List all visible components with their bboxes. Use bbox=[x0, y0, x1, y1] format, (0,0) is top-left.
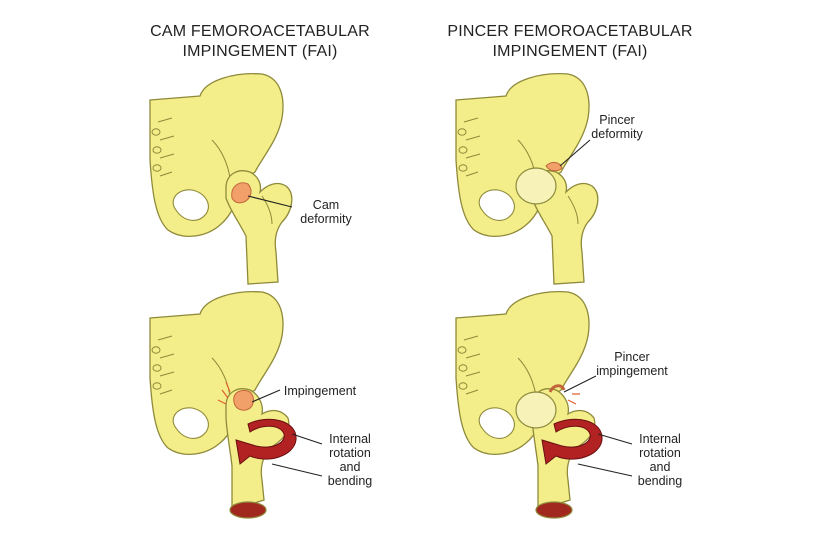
cam-bump bbox=[231, 182, 252, 204]
label-rotation-right-line-3: and bbox=[649, 460, 671, 474]
pincer-title-line-2: IMPINGEMENT (FAI) bbox=[492, 43, 648, 60]
label-rotation-right-line-1: Internal bbox=[639, 432, 681, 446]
rotation-arrow-left bbox=[235, 418, 297, 465]
label-pincer-impingement: Pincer impingement bbox=[588, 350, 676, 378]
label-pincer-deformity-line-2: deformity bbox=[591, 127, 643, 141]
label-cam-impingement: Impingement bbox=[274, 384, 366, 398]
label-pincer-deformity: Pincer deformity bbox=[578, 113, 656, 141]
pincer-impingement-hip bbox=[455, 291, 633, 519]
label-pincer-impingement-line-2: impingement bbox=[596, 364, 668, 378]
cam-title: CAM FEMOROACETABULAR IMPINGEMENT (FAI) bbox=[130, 22, 390, 62]
cam-title-line-2: IMPINGEMENT (FAI) bbox=[182, 43, 338, 60]
label-rotation-left: Internal rotation and bending bbox=[318, 432, 382, 488]
label-cam-deformity-line-1: Cam bbox=[312, 198, 340, 212]
label-cam-deformity: Cam deformity bbox=[290, 198, 362, 226]
rotation-arrow-right bbox=[541, 418, 603, 465]
pincer-title-line-1: PINCER FEMOROACETABULAR bbox=[447, 23, 693, 40]
cam-impingement-hip bbox=[149, 291, 323, 519]
label-rotation-left-line-4: bending bbox=[327, 474, 373, 488]
label-cam-deformity-line-2: deformity bbox=[300, 212, 352, 226]
label-rotation-right-line-2: rotation bbox=[639, 446, 681, 460]
label-rotation-right-line-4: bending bbox=[637, 474, 683, 488]
label-rotation-right: Internal rotation and bending bbox=[628, 432, 692, 488]
cam-title-line-1: CAM FEMOROACETABULAR bbox=[150, 23, 370, 40]
label-rotation-left-line-3: and bbox=[339, 460, 361, 474]
cam-bump-impinging bbox=[233, 389, 254, 411]
pincer-title: PINCER FEMOROACETABULAR IMPINGEMENT (FAI… bbox=[430, 22, 710, 62]
label-pincer-deformity-line-1: Pincer bbox=[599, 113, 635, 127]
label-rotation-left-line-1: Internal bbox=[329, 432, 371, 446]
label-rotation-left-line-2: rotation bbox=[329, 446, 371, 460]
label-pincer-impingement-line-1: Pincer bbox=[614, 350, 650, 364]
pincer-fai-hip bbox=[455, 73, 599, 285]
pincer-bump bbox=[545, 161, 563, 172]
label-cam-impingement-line-1: Impingement bbox=[283, 384, 357, 398]
cam-fai-hip bbox=[149, 73, 293, 285]
